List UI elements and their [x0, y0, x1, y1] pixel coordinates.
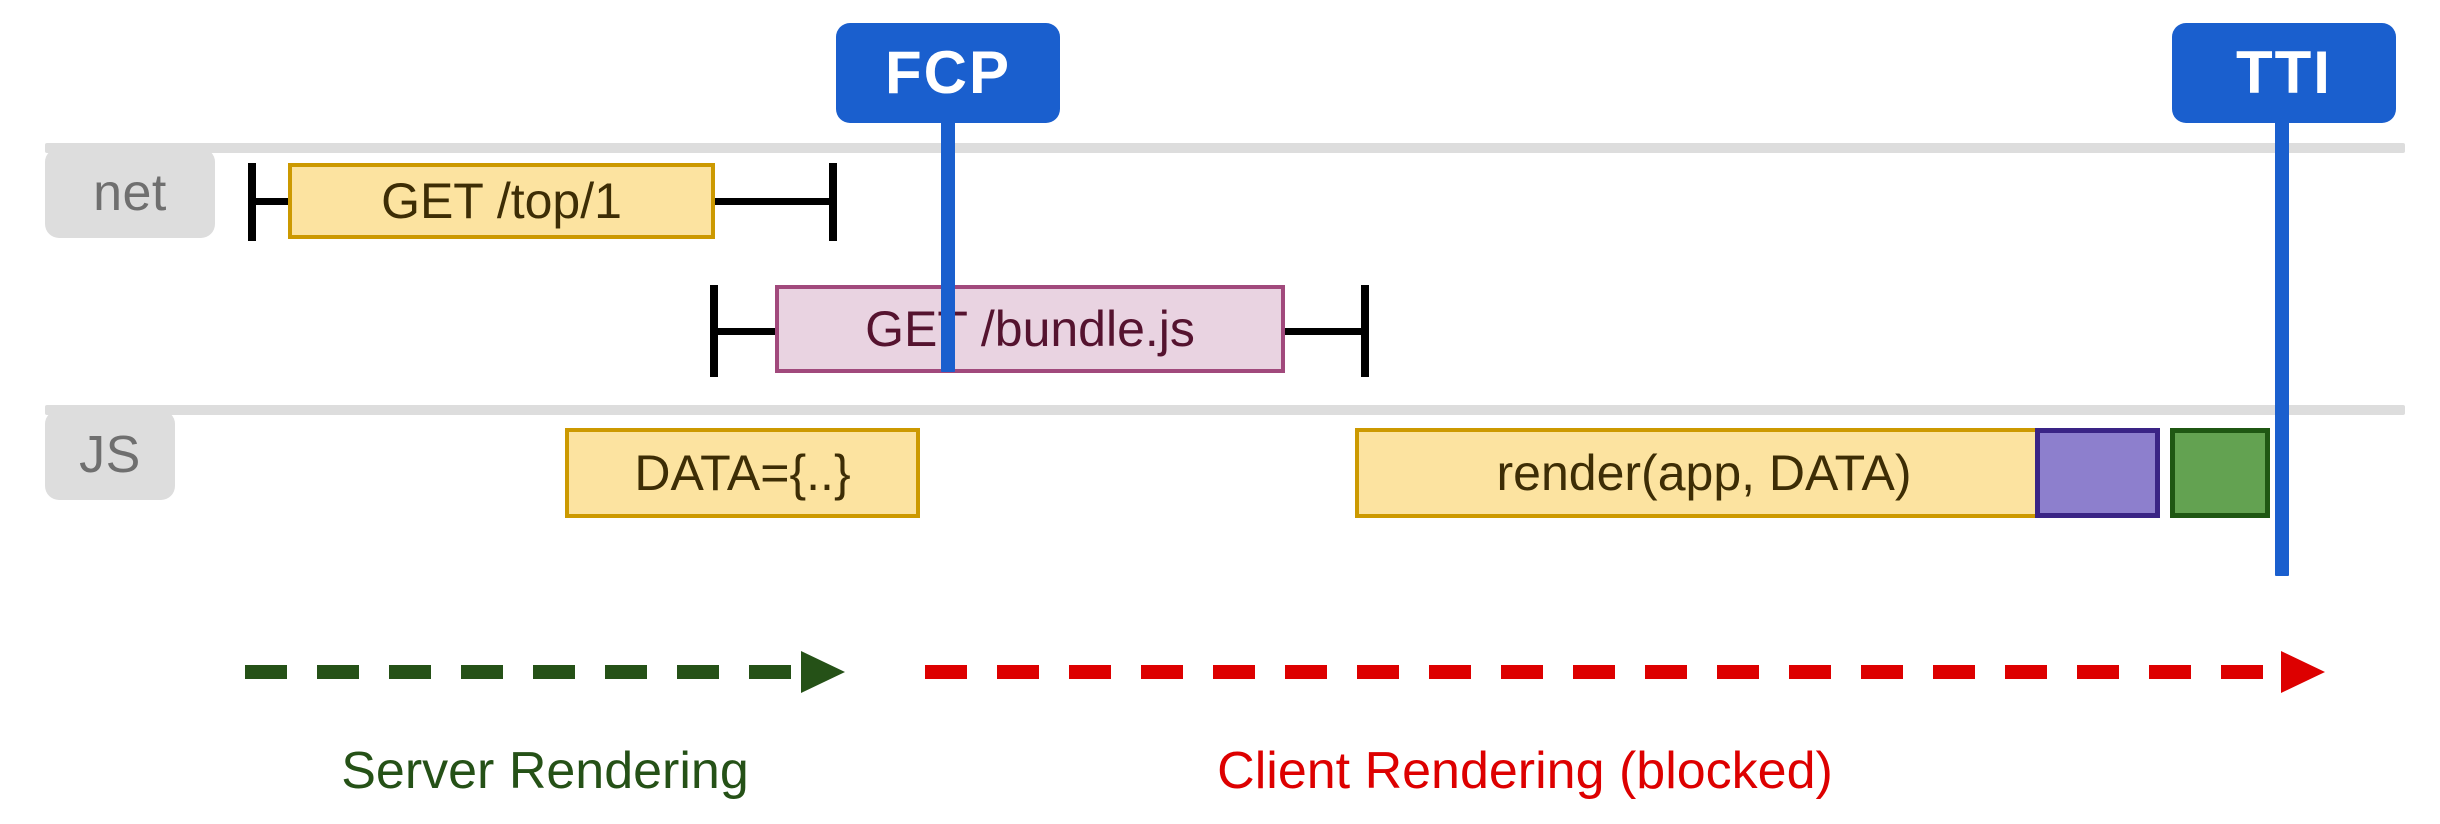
bar-get-bundle[interactable]: GET /bundle.js	[775, 285, 1285, 373]
marker-badge-fcp-label: FCP	[885, 39, 1011, 106]
bar-block-purple[interactable]	[2035, 428, 2160, 518]
phase-arrow-client	[925, 651, 2325, 693]
phase-arrow-server-dashes	[245, 665, 805, 679]
bar-get-top-label: GET /top/1	[381, 173, 622, 229]
bar-get-bundle-label: GET /bundle.js	[865, 301, 1195, 357]
marker-badge-fcp[interactable]: FCP	[836, 23, 1060, 123]
marker-badge-tti[interactable]: TTI	[2172, 23, 2396, 123]
bar-data[interactable]: DATA={..}	[565, 428, 920, 518]
marker-badge-tti-label: TTI	[2236, 39, 2332, 106]
marker-line-fcp	[941, 110, 955, 372]
phase-label-server-text: Server Rendering	[341, 742, 749, 800]
whisker-cap-right-get-top	[829, 163, 837, 241]
phase-arrow-client-dashes	[925, 665, 2283, 679]
whisker-line-right-get-top	[712, 198, 837, 205]
bar-get-top[interactable]: GET /top/1	[288, 163, 715, 239]
phase-arrow-server	[245, 651, 845, 693]
phase-label-server: Server Rendering	[245, 745, 845, 797]
phase-arrow-client-head	[2281, 651, 2325, 693]
phase-label-client: Client Rendering (blocked)	[825, 745, 2225, 797]
bar-block-green[interactable]	[2170, 428, 2270, 518]
phase-label-client-text: Client Rendering (blocked)	[1217, 742, 1833, 800]
lane-rule-net	[45, 143, 2405, 153]
lane-label-js: JS	[45, 410, 175, 500]
whisker-line-right-get-bundle	[1281, 328, 1367, 335]
phase-arrow-server-head	[801, 651, 845, 693]
lane-label-js-text: JS	[79, 426, 141, 484]
bar-data-label: DATA={..}	[634, 445, 851, 501]
bar-render-label: render(app, DATA)	[1496, 445, 1912, 501]
whisker-cap-right-get-bundle	[1361, 285, 1369, 377]
marker-line-tti	[2275, 110, 2289, 576]
lane-label-net-text: net	[93, 164, 167, 222]
lane-rule-js	[45, 405, 2405, 415]
lane-label-net: net	[45, 148, 215, 238]
bar-render[interactable]: render(app, DATA)	[1355, 428, 2053, 518]
whisker-line-left-get-top	[248, 198, 292, 205]
whisker-line-left-get-bundle	[710, 328, 780, 335]
